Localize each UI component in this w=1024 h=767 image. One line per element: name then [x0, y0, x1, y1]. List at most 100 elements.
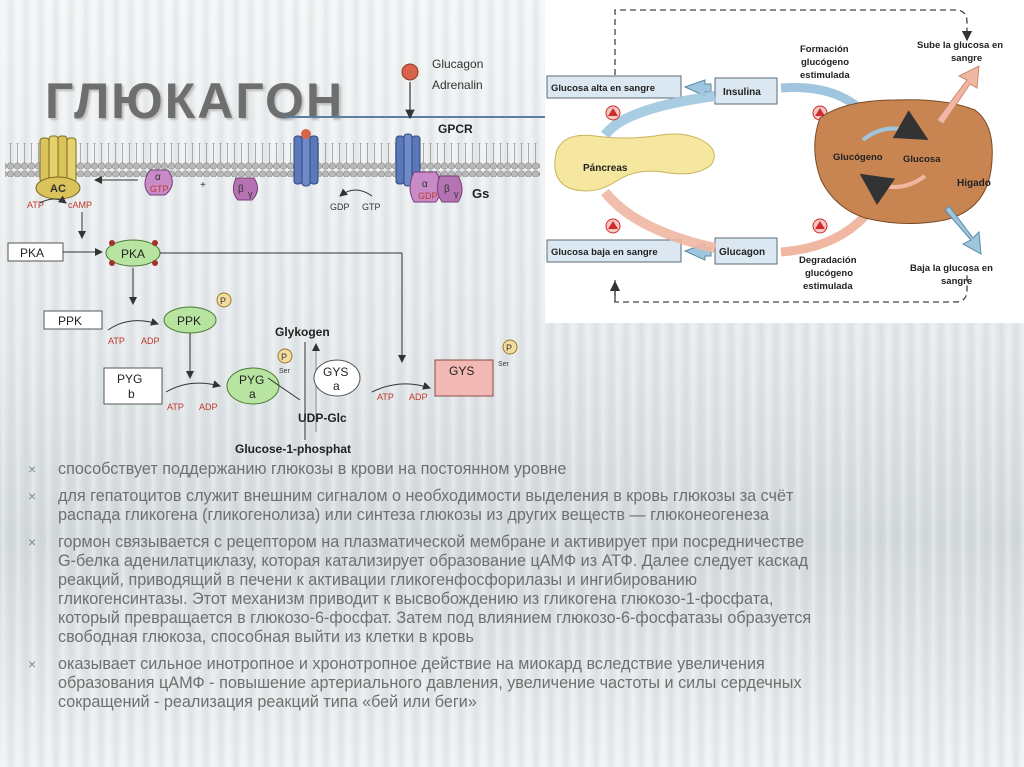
- degradation-label-2: glucógeno: [805, 268, 853, 279]
- gys-b-box: [434, 359, 494, 397]
- alpha-label-2: α: [422, 179, 428, 190]
- gpcr-label: GPCR: [438, 122, 473, 136]
- beta-label-2: β: [444, 184, 450, 195]
- ac-label: AC: [50, 183, 66, 195]
- rises-label-1: Sube la glucosa en: [917, 40, 1003, 51]
- high-glucose-label: Glucosa alta en sangre: [551, 83, 655, 94]
- glucagon-label: Glucagon: [719, 247, 765, 258]
- phosphate-icon-gys: [502, 339, 518, 355]
- gtp-label-1: GTP: [150, 184, 169, 194]
- ser-label-gys: Ser: [498, 361, 510, 368]
- adenylate-cyclase-icon: [35, 135, 81, 200]
- gys-a-node: [313, 359, 361, 397]
- pancreas-label: Páncreas: [583, 163, 628, 174]
- bullet-line: свободная глюкоза, способная выйти из кл…: [58, 628, 474, 646]
- atp-ppk-label: ATP: [108, 336, 125, 346]
- ligand-label-adrenalin: Adrenalin: [432, 78, 483, 92]
- pka-active-label: PKA: [121, 247, 145, 261]
- bullet-line: образования цАМФ - повышение артериально…: [58, 674, 802, 692]
- bullet-line: способствует поддержанию глюкозы в крови…: [58, 460, 567, 478]
- pyg-active-label-2: a: [249, 387, 256, 401]
- pyg-box-label-2: b: [128, 387, 135, 401]
- glucagon-box: [714, 237, 778, 265]
- beta-label-1: β: [238, 184, 244, 195]
- formation-label-1: Formación: [800, 44, 849, 55]
- ppk-box-label: PPK: [58, 314, 82, 328]
- ppk-inactive-box: [43, 310, 103, 330]
- bullet-marker-icon: ×: [28, 461, 37, 477]
- pka-box-label: PKA: [20, 246, 44, 260]
- formation-label-3: estimulada: [800, 70, 850, 81]
- low-glucose-label: Glucosa baja en sangre: [551, 247, 658, 258]
- rises-label-2: sangre: [951, 53, 982, 64]
- phosphate-label-ppk: P: [220, 296, 226, 306]
- liver-icon: [814, 99, 993, 225]
- camp-label: cAMP: [68, 200, 92, 210]
- degradation-label-1: Degradación: [799, 255, 857, 266]
- gys-b-label: GYS: [449, 364, 474, 378]
- plasma-membrane: [5, 143, 540, 177]
- atp-pyg-label: ATP: [167, 402, 184, 412]
- pyg-box-label-1: PYG: [117, 372, 142, 386]
- pancreas-icon: [554, 133, 715, 192]
- falls-label-2: sangre: [941, 276, 972, 287]
- bullet-line: распада гликогена (гликогенолиза) или си…: [58, 506, 770, 524]
- ppk-active-label: PPK: [177, 314, 201, 328]
- bullet-item: × способствует поддержанию глюкозы в кров…: [28, 460, 998, 479]
- bullet-line: оказывает сильное инотропное и хронотроп…: [58, 655, 765, 673]
- bullet-marker-icon: ×: [28, 488, 37, 504]
- bullet-line: G-белка аденилатциклазу, которая катализ…: [58, 552, 809, 570]
- phosphate-label-pyg: P: [281, 352, 287, 362]
- phosphate-label-gys: P: [506, 343, 512, 353]
- pyg-inactive-box: [103, 367, 163, 405]
- bullet-line: сокращений - реализация реакций типа «бе…: [58, 693, 477, 711]
- ligand-label-glucagon: Glucagon: [432, 57, 483, 71]
- bullet-line: гликогенсинтазы. Этот механизм приводит …: [58, 590, 774, 608]
- glucose-label: Glucosa: [903, 154, 941, 165]
- glucose-regulation-diagram: Glucosa alta en sangre Glucosa baja en s…: [545, 0, 1024, 323]
- insulin-box: [714, 77, 778, 105]
- phosphate-icon-pyg: [277, 348, 293, 364]
- liver-label: Higado: [957, 178, 991, 189]
- ligand-icon: [401, 63, 419, 81]
- bullet-line: который превращается в глюкозо-6-фосфат.…: [58, 609, 812, 627]
- bullet-item: × гормон связывается с рецептором на плаз…: [28, 533, 998, 647]
- plus-sign: +: [200, 180, 206, 191]
- gys-a-label-2: a: [333, 379, 340, 393]
- atp-label-1: ATP: [27, 200, 44, 210]
- glycogen-label: Glucógeno: [833, 152, 883, 163]
- bullet-line: реакций, приводящий в печени к активации…: [58, 571, 697, 589]
- degradation-label-3: estimulada: [803, 281, 853, 292]
- falls-label-1: Baja la glucosa en: [910, 263, 993, 274]
- pyg-active-label-1: PYG: [239, 373, 264, 387]
- adp-ppk-label: ADP: [141, 336, 160, 346]
- glykogen-label: Glykogen: [275, 325, 330, 339]
- bullet-line: для гепатоцитов служит внешним сигналом …: [58, 487, 794, 505]
- bullet-marker-icon: ×: [28, 534, 37, 550]
- atp-gys-label: ATP: [377, 392, 394, 402]
- bullet-item: × для гепатоцитов служит внешним сигналом…: [28, 487, 998, 525]
- glucose-1-phosphate-label: Glucose-1-phosphat: [235, 442, 351, 456]
- gamma-label-2: γ: [454, 189, 459, 199]
- title-rule: [285, 116, 547, 118]
- adp-pyg-label: ADP: [199, 402, 218, 412]
- phosphate-icon-ppk: [216, 292, 232, 308]
- ser-label-pyg: Ser: [279, 368, 291, 375]
- bullet-marker-icon: ×: [28, 656, 37, 672]
- gs-label: Gs: [472, 186, 489, 201]
- gs-protein-icon: [409, 171, 463, 203]
- gamma-label-1: γ: [248, 189, 253, 199]
- gdp-label-2: GDP: [418, 191, 438, 201]
- gdp-label-1: GDP: [330, 202, 350, 212]
- bullet-item: × оказывает сильное инотропное и хронотро…: [28, 655, 998, 712]
- alpha-label-1: α: [155, 172, 161, 183]
- slide-title: ГЛЮКАГОН: [45, 73, 345, 129]
- insulin-label: Insulina: [723, 87, 761, 98]
- g-beta-gamma-icon: [232, 177, 258, 201]
- low-glucose-box: [546, 239, 682, 263]
- gys-a-label-1: GYS: [323, 365, 348, 379]
- inactive-receptor-icon: [293, 129, 319, 187]
- bullet-line: гормон связывается с рецептором на плазм…: [58, 533, 805, 551]
- g-alpha-gtp-icon: [144, 169, 173, 196]
